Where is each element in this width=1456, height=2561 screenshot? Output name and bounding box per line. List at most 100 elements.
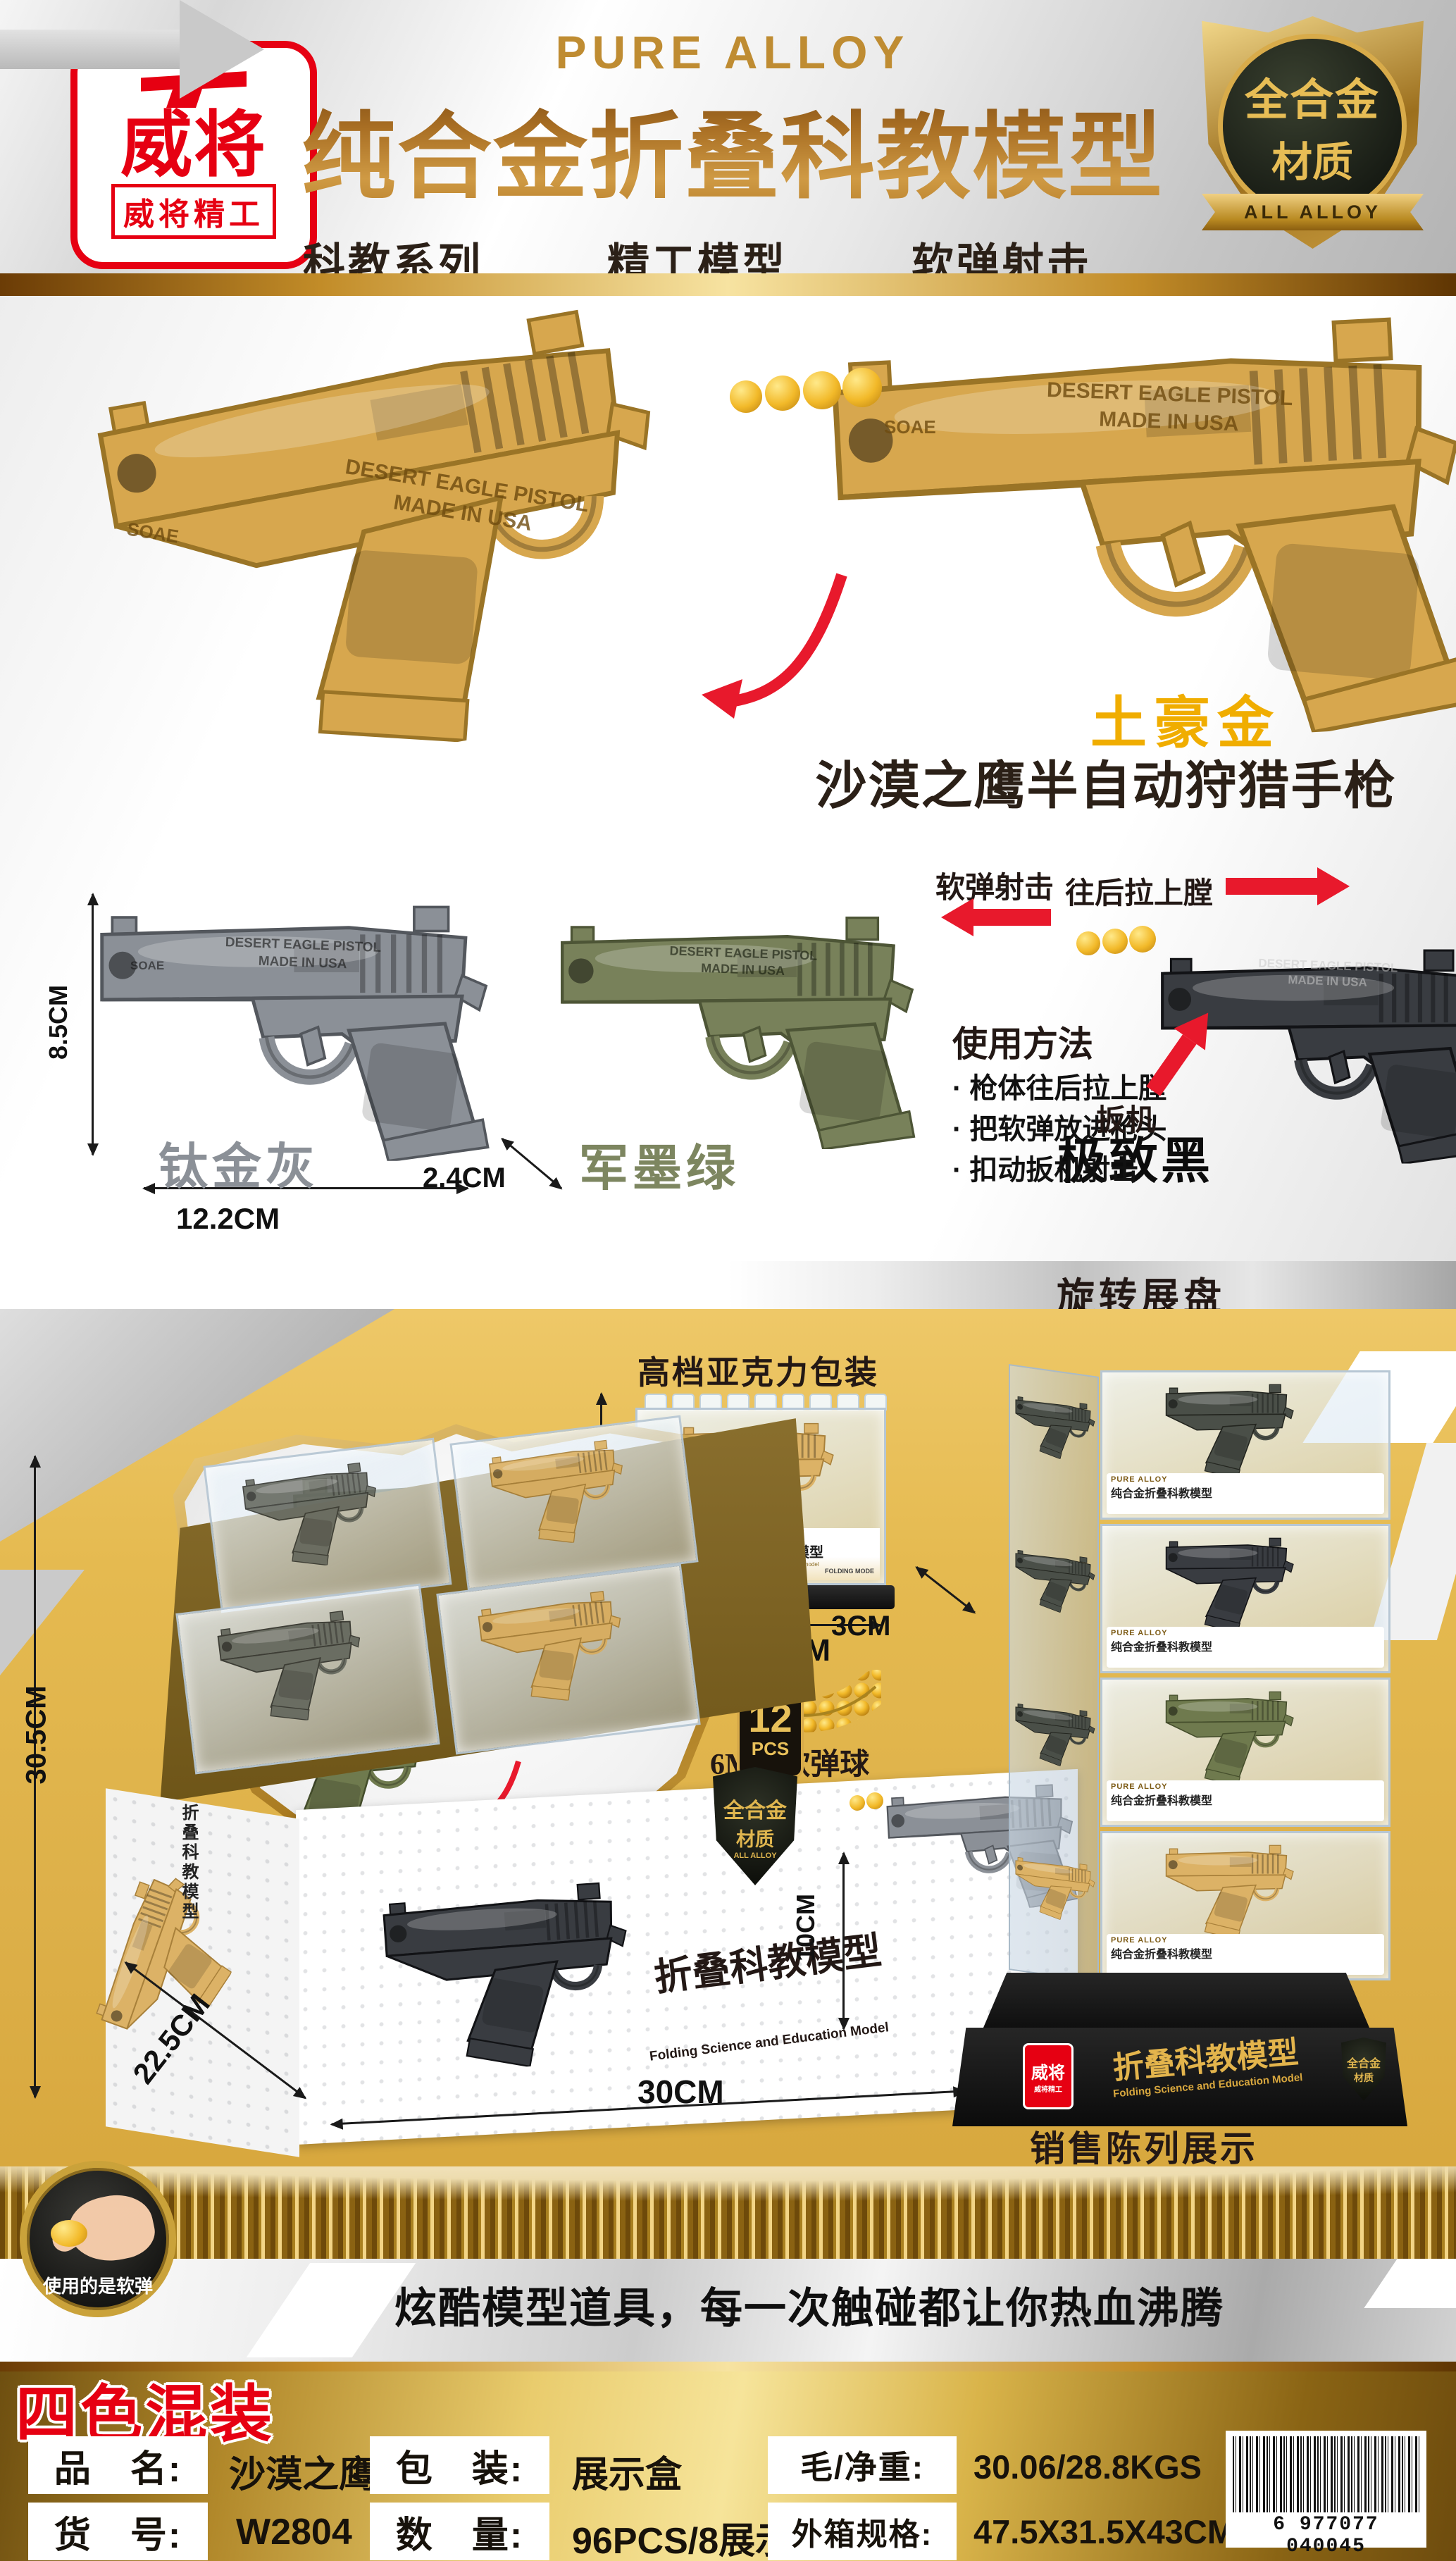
header: 威将 威将精工 PURE ALLOY 纯合金折叠科教模型 科教系列 精工模型 软…	[0, 0, 1456, 287]
gray-pistol	[95, 886, 490, 1161]
inner-case	[175, 1583, 440, 1775]
soft-badge-label: 使用的是软弹	[42, 2276, 153, 2297]
usage-title: 使用方法	[952, 1024, 1093, 1064]
acrylic-title: 高档亚克力包装	[637, 1354, 879, 1391]
footer-label-package: 包 装:	[370, 2436, 549, 2494]
main-title: 纯合金折叠科教模型	[282, 80, 1183, 217]
box-w: 30CM	[637, 2073, 724, 2110]
gun-marking: DESERT EAGLE PISTOL MADE IN USA	[1007, 375, 1332, 441]
barcode: 6 977077 040045	[1226, 2431, 1426, 2557]
soft-bullet	[842, 368, 882, 407]
mini-badge-ribbon: ALL ALLOY	[733, 1851, 777, 1860]
band-streak	[1364, 2259, 1456, 2308]
all-alloy-badge-center: 全合金 材质	[1218, 34, 1407, 218]
soft-bullet	[1076, 931, 1100, 955]
soft-bullet	[866, 1792, 883, 1809]
tower-base: 威将 威将精工 折叠科教模型 Folding Science and Educa…	[952, 2028, 1407, 2126]
base-logo: 威将 威将精工	[1023, 2043, 1074, 2109]
tower-box-3: PURE ALLOY 纯合金折叠科教模型	[1100, 1678, 1390, 1827]
brand-name: 威将	[120, 105, 267, 186]
tower-card: PURE ALLOY 纯合金折叠科教模型	[1107, 1934, 1384, 1975]
mini-badge-top: 全合金	[1346, 2058, 1381, 2070]
corner-deco	[0, 1570, 85, 1675]
tower-card-cn: 纯合金折叠科教模型	[1111, 1949, 1213, 1961]
trigger-label: 扳机	[1096, 1103, 1156, 1136]
dim-length: 12.2CM	[176, 1202, 280, 1235]
slogan-text: 炫酷模型道具，每一次触碰都让你热血沸腾	[394, 2285, 1224, 2332]
soft-bullet	[850, 1795, 865, 1811]
box-inner: 10CM	[791, 1893, 821, 1962]
tower-box-4: PURE ALLOY 纯合金折叠科教模型	[1100, 1831, 1390, 1980]
badge-text-top: 全合金	[1244, 76, 1380, 125]
green-pistol	[544, 899, 928, 1149]
dim-height: 8.5CM	[44, 984, 73, 1060]
gold-divider	[0, 273, 1456, 296]
base-badge: 全合金 材质	[1341, 2038, 1386, 2101]
product-name: 沙漠之鹰半自动狩猎手枪	[815, 757, 1397, 814]
tower-left-column	[1009, 1364, 1099, 1983]
gun-marking: DESERT EAGLE PISTOL MADE IN USA	[1239, 955, 1416, 993]
brand-subname: 威将精工	[111, 183, 276, 239]
footer-label-weight: 毛/净重:	[768, 2436, 957, 2494]
tower-tray	[979, 1973, 1374, 2038]
tower-box-2: PURE ALLOY 纯合金折叠科教模型	[1100, 1524, 1390, 1673]
tower-box-1: PURE ALLOY 纯合金折叠科教模型	[1100, 1370, 1390, 1520]
dim-width: 2.4CM	[423, 1162, 506, 1193]
base-logo-text: 威将	[1031, 2064, 1065, 2083]
soft-bullet-badge: 使用的是软弹	[20, 2161, 176, 2317]
variant-label-gray: 钛金灰	[158, 1139, 319, 1194]
gun-marking-soae: SOAE	[884, 416, 936, 438]
soft-bullet	[730, 380, 762, 413]
variant-label-green: 军墨绿	[579, 1141, 740, 1196]
soft-bullet	[1129, 926, 1156, 953]
box-side-label: 折叠科教模型	[179, 1804, 198, 1922]
card-fold-en: FOLDING MODE	[825, 1568, 874, 1575]
gun-marking: DESERT EAGLE PISTOL MADE IN USA	[204, 934, 402, 975]
usage-step-3: · 扣动扳机射击	[952, 1155, 1139, 1186]
pure-alloy-heading: PURE ALLOY	[555, 26, 910, 78]
ridge-deco	[0, 2166, 1456, 2259]
fold-arrow-icon	[702, 573, 847, 719]
barcode-number: 6 977077 040045	[1273, 2514, 1379, 2557]
label-rack-slide: 往后拉上膛	[1065, 876, 1214, 910]
gun-marking: DESERT EAGLE PISTOL MADE IN USA	[647, 942, 838, 981]
badge-text-bottom: 材质	[1271, 139, 1353, 185]
dim-arrow-box-inner	[838, 1852, 850, 2030]
tower-card: PURE ALLOY 纯合金折叠科教模型	[1107, 1780, 1384, 1821]
soft-bullet	[765, 376, 800, 411]
soft-bullet	[1102, 929, 1128, 954]
mini-badge-bottom: 材质	[736, 1828, 774, 1850]
footer-label-qty: 数 量:	[370, 2503, 549, 2560]
gold-divider-bottom	[0, 2362, 1456, 2371]
inner-case	[436, 1563, 701, 1755]
base-text: 折叠科教模型 Folding Science and Education Mod…	[1077, 2028, 1335, 2103]
barcode-bars	[1233, 2436, 1419, 2512]
left-arrow-icon	[941, 898, 1051, 936]
footer-label-item-no: 货 号:	[28, 2503, 208, 2560]
right-arrow-icon	[1226, 867, 1350, 905]
gun-marking-soae: SOAE	[130, 959, 165, 972]
footer-value-weight: 30.06/28.8KGS	[973, 2448, 1202, 2486]
soft-bullet	[803, 371, 841, 409]
soft-bullet-icon	[51, 2220, 87, 2247]
box-h: 30.5CM	[20, 1685, 52, 1785]
tower-card-en: PURE ALLOY	[1111, 1936, 1168, 1945]
rotate-band	[0, 1261, 1456, 1309]
footer-label-carton: 外箱规格:	[768, 2503, 957, 2560]
mini-badge-bottom: 材质	[1354, 2072, 1374, 2083]
tower-card-en: PURE ALLOY	[1111, 1475, 1168, 1484]
pcs-unit: PCS	[751, 1737, 790, 1759]
usage-step-2: · 把软弹放进枪头	[952, 1114, 1167, 1145]
footer-label-name: 品 名:	[28, 2436, 208, 2494]
dim-arrow-height	[87, 893, 99, 1156]
mini-badge-top: 全合金	[723, 1799, 787, 1823]
transform-arrow-icon	[0, 0, 268, 99]
band-streak	[246, 2263, 416, 2357]
tower-card-cn: 纯合金折叠科教模型	[1111, 1795, 1213, 1807]
dim-arrow-length	[142, 1183, 469, 1194]
slogan-band	[0, 2259, 1456, 2362]
usage-step-1: · 枪体往后拉上膛	[952, 1073, 1167, 1104]
badge-ribbon: ALL ALLOY	[1202, 194, 1424, 230]
dim-arrow-box-h	[30, 1455, 41, 2099]
